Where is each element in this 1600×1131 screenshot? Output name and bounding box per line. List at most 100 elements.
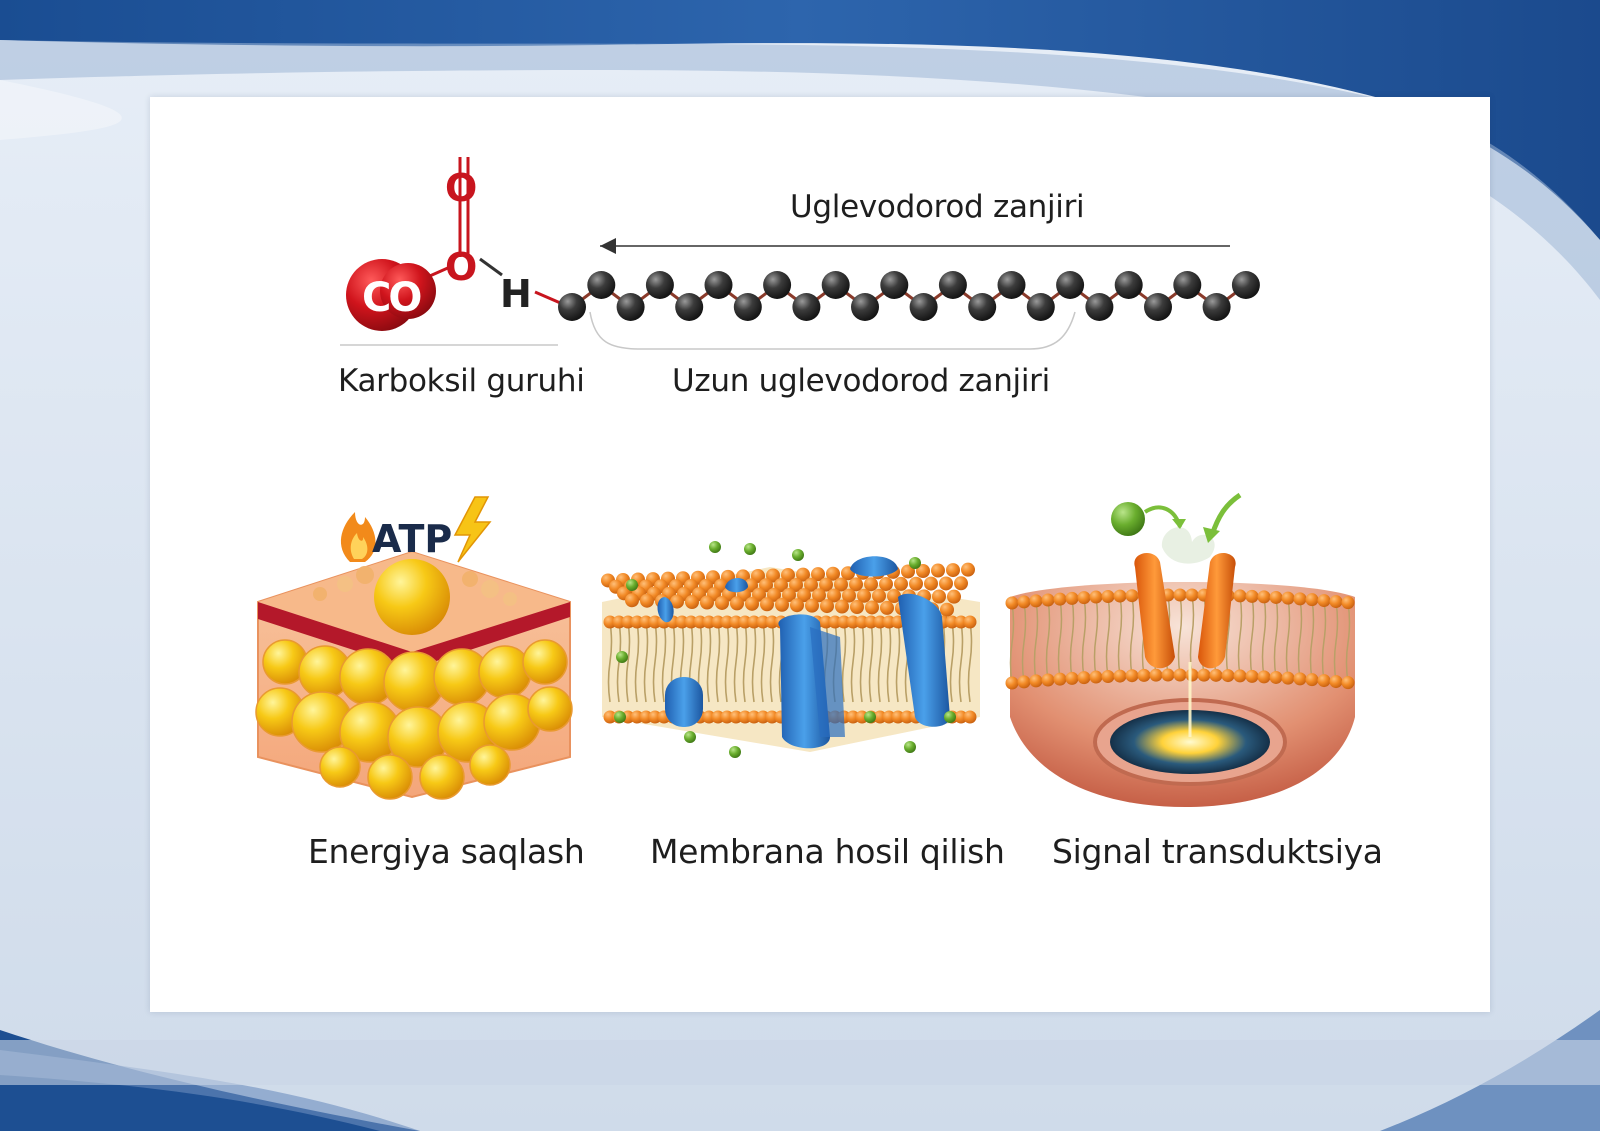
lipid-head: [939, 576, 953, 591]
lipid-head: [621, 615, 635, 629]
binding-arrow-icon: [1209, 492, 1242, 536]
chain-bracket: [589, 311, 1076, 350]
lipid-head: [1173, 668, 1187, 682]
carbon-atom: [1026, 293, 1055, 321]
lipid-head: [603, 615, 617, 629]
lipid-head: [711, 615, 725, 629]
lipid-head: [1245, 589, 1259, 603]
carbon-atom: [1114, 271, 1143, 299]
carbon-atom: [763, 271, 792, 299]
lipid-head: [639, 615, 653, 629]
lipid-head: [940, 602, 954, 617]
oxygen-mid-text: O: [445, 245, 477, 289]
lipid-head: [1257, 590, 1271, 604]
lipid-head: [846, 710, 860, 724]
lipid-head: [1065, 671, 1079, 685]
lipid-head: [837, 615, 851, 629]
lipid-head: [612, 615, 626, 629]
lipid-head: [715, 595, 729, 610]
lipid-head: [864, 615, 878, 629]
fat-cell: [319, 746, 361, 788]
lipid-head: [775, 597, 789, 612]
lipid-head: [720, 615, 734, 629]
lipid-head: [648, 615, 662, 629]
lightning-icon: [453, 496, 492, 563]
lipid-head: [1017, 595, 1031, 609]
lipid-head: [1233, 589, 1247, 603]
carboxyl-group: CO O O H: [340, 157, 566, 346]
lipid-head: [1125, 669, 1139, 683]
lipid-head: [954, 710, 968, 724]
carbon-atom: [851, 293, 879, 321]
fat-cell: [469, 744, 511, 786]
carbon-atom: [675, 293, 704, 321]
diagram-canvas: CO O O H: [255, 157, 1355, 807]
lipid-head: [835, 599, 849, 614]
lipid-head: [1149, 668, 1163, 682]
lipid-head: [947, 589, 961, 604]
lipid-head: [670, 594, 684, 609]
lipid-head: [1053, 672, 1067, 686]
lipid-head: [685, 595, 699, 610]
lipid-head: [1065, 591, 1079, 605]
lipid-head: [887, 589, 901, 604]
lipid-head: [1209, 668, 1223, 682]
lipid-head: [1281, 591, 1295, 605]
lipid-head: [702, 615, 716, 629]
carbon-atom: [1231, 271, 1260, 299]
lipid-head: [1281, 671, 1295, 685]
lipid-head: [1293, 672, 1307, 686]
signal-receptor-icon: [1005, 492, 1355, 807]
function-title-energy: Energiya saqlash: [308, 832, 585, 871]
lipid-head: [729, 615, 743, 629]
lipid-head: [1305, 673, 1319, 687]
content-card: CO O O H: [150, 97, 1490, 1012]
lipid-head: [1029, 594, 1043, 608]
lipid-head: [894, 576, 908, 591]
lipid-head: [1185, 588, 1199, 602]
lipid-head: [1113, 589, 1127, 603]
carbon-atom: [616, 293, 645, 321]
fat-cell: [478, 645, 532, 699]
carboxyl-label: Karboksil guruhi: [338, 363, 585, 399]
lipid-head: [1329, 675, 1343, 689]
lipid-head: [756, 615, 770, 629]
lipid-head: [961, 562, 975, 577]
carbon-atom: [733, 293, 762, 321]
lipid-head: [684, 615, 698, 629]
lipid-head: [1185, 668, 1199, 682]
lipid-head: [924, 576, 938, 591]
carbon-atom: [1085, 293, 1114, 321]
lipid-head: [850, 600, 864, 615]
carbon-atom: [938, 271, 967, 299]
lipid-head: [864, 577, 878, 592]
lipid-head: [1125, 589, 1139, 603]
lipid-head: [1317, 674, 1331, 688]
function-title-signal: Signal transduktsiya: [1052, 832, 1383, 871]
fat-cell: [419, 754, 465, 800]
lipid-head: [1233, 669, 1247, 683]
lipid-head: [1137, 668, 1151, 682]
lipid-head: [781, 568, 795, 583]
lipid-head: [812, 588, 826, 603]
lipid-head: [603, 710, 617, 724]
lipid-head: [945, 615, 959, 629]
lipid-head: [963, 710, 977, 724]
lipid-head: [639, 710, 653, 724]
lipid-head: [819, 577, 833, 592]
lipid-head: [747, 615, 761, 629]
lipid-head: [891, 710, 905, 724]
molecule-dot: [626, 579, 638, 591]
fat-cell: [527, 686, 573, 732]
molecule-dot: [864, 711, 876, 723]
lipid-head: [882, 710, 896, 724]
carbon-atom: [587, 271, 616, 299]
lipid-head: [842, 588, 856, 603]
fat-cell: [367, 754, 413, 800]
lipid-head: [805, 598, 819, 613]
hydrogen-text: H: [500, 272, 532, 316]
lipid-head: [774, 578, 788, 593]
lipid-head: [834, 577, 848, 592]
lipid-head: [855, 615, 869, 629]
carbon-atom: [792, 293, 821, 321]
